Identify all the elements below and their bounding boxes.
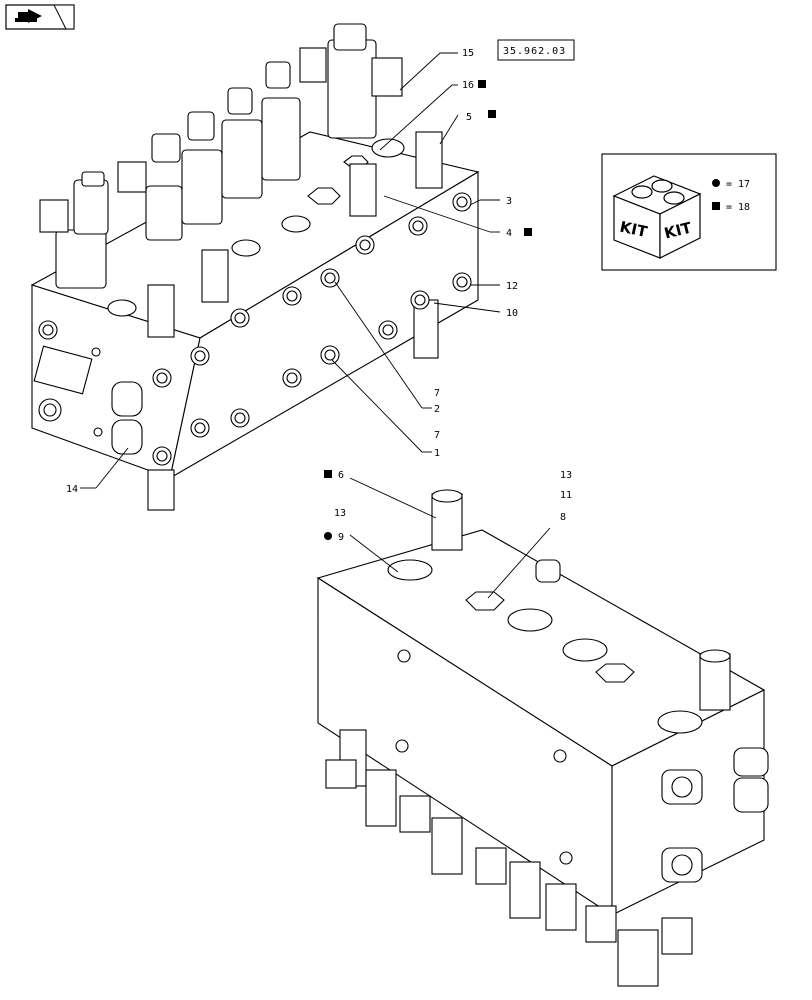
callout-labels: 15 35.962.03 16 5 3 4 12 10 7 2 7 1 14 6… bbox=[66, 39, 575, 543]
callout-9: 9 bbox=[338, 532, 344, 543]
callout-14: 14 bbox=[66, 484, 78, 495]
callout-6: 6 bbox=[338, 470, 344, 481]
square-marker-icon bbox=[524, 228, 532, 236]
kit-legend: KIT KIT = 17 = 18 bbox=[601, 153, 777, 271]
circle-marker-icon bbox=[324, 532, 332, 540]
square-marker-icon bbox=[712, 202, 720, 210]
reference-code[interactable]: 35.962.03 bbox=[503, 46, 566, 57]
square-marker-icon bbox=[488, 110, 496, 118]
callout-15: 15 bbox=[462, 48, 474, 59]
kit-label-left: KIT bbox=[618, 218, 649, 241]
legend-square-entry: = 18 bbox=[726, 202, 750, 213]
legend-circle-entry: = 17 bbox=[726, 179, 750, 190]
callout-2: 2 bbox=[434, 404, 440, 415]
callout-7-lower: 7 bbox=[434, 430, 440, 441]
reference-box[interactable] bbox=[497, 39, 575, 61]
callout-1: 1 bbox=[434, 448, 440, 459]
callout-5: 5 bbox=[466, 112, 472, 123]
callout-16: 16 bbox=[462, 80, 474, 91]
callout-12: 12 bbox=[506, 281, 518, 292]
callout-10: 10 bbox=[506, 308, 518, 319]
back-arrow-icon[interactable] bbox=[5, 4, 75, 30]
callout-8: 8 bbox=[560, 512, 566, 523]
callout-4: 4 bbox=[506, 228, 512, 239]
upper-valve-assembly bbox=[30, 23, 480, 511]
circle-marker-icon bbox=[712, 179, 720, 187]
callout-13-left: 13 bbox=[334, 508, 346, 519]
callout-13-right: 13 bbox=[560, 470, 572, 481]
square-marker-icon bbox=[324, 470, 332, 478]
lower-valve-assembly bbox=[316, 489, 769, 987]
callout-7-upper: 7 bbox=[434, 388, 440, 399]
leader-lines bbox=[80, 52, 551, 599]
callout-11: 11 bbox=[560, 490, 572, 501]
callout-3: 3 bbox=[506, 196, 512, 207]
kit-box-icon bbox=[612, 175, 702, 259]
square-marker-icon bbox=[478, 80, 486, 88]
